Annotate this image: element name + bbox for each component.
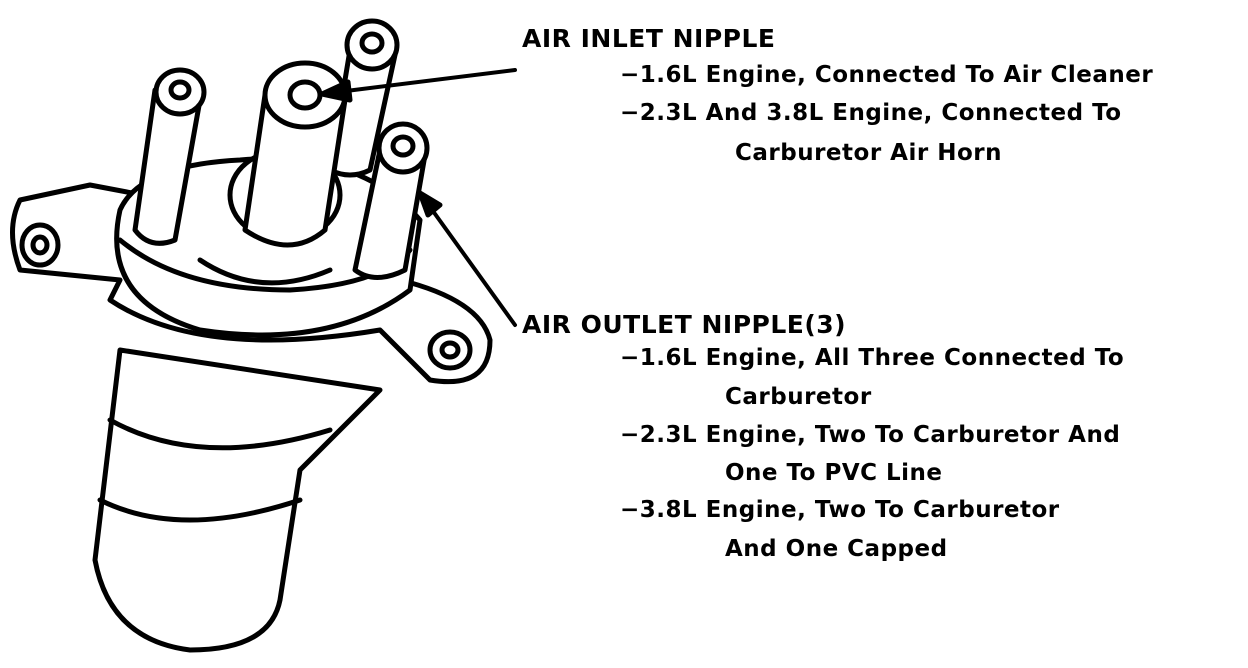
inlet-leader-line (328, 68, 517, 95)
outlet-title: AIR OUTLET NIPPLE(3) (522, 310, 847, 339)
outlet-arrowhead (417, 190, 443, 218)
inlet-arrowhead (319, 79, 353, 103)
outlet-line-6: And One Capped (725, 536, 948, 562)
outlet-line-3: −2.3L Engine, Two To Carburetor And (620, 422, 1121, 448)
outlet-nipple-right (352, 121, 430, 280)
outlet-nipple-left (132, 67, 207, 246)
outlet-line-4: One To PVC Line (725, 460, 943, 486)
inlet-line-1: −1.6L Engine, Connected To Air Cleaner (620, 62, 1154, 88)
outlet-line-1: −1.6L Engine, All Three Connected To (620, 345, 1125, 371)
inlet-title: AIR INLET NIPPLE (522, 24, 776, 53)
valve-body (92, 347, 383, 653)
inlet-line-3: Carburetor Air Horn (735, 140, 1002, 166)
outlet-line-5: −3.8L Engine, Two To Carburetor (620, 497, 1060, 523)
outlet-leader-line (423, 198, 517, 327)
outlet-line-2: Carburetor (725, 384, 872, 410)
inlet-nipple (242, 60, 348, 248)
inlet-line-2: −2.3L And 3.8L Engine, Connected To (620, 100, 1122, 126)
